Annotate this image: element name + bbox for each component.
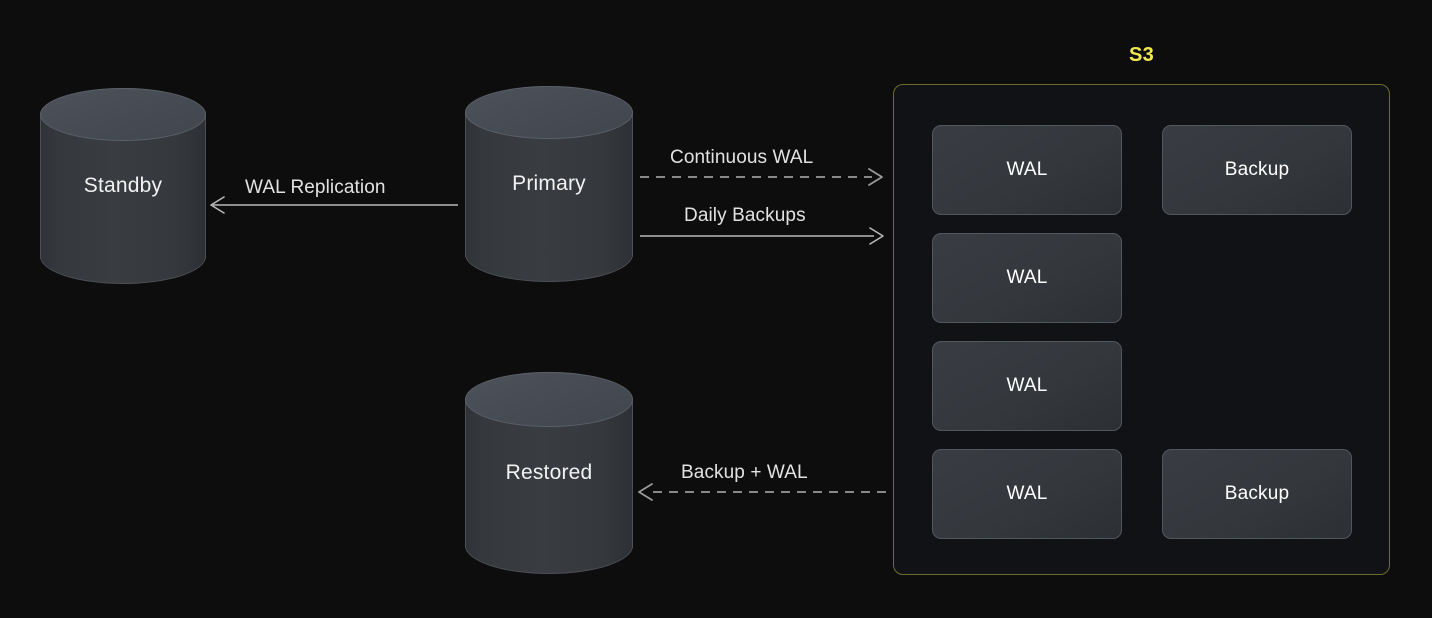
edge-label-wal-replication: WAL Replication xyxy=(245,177,386,198)
edge-label-backup-plus-wal: Backup + WAL xyxy=(681,462,808,483)
cylinder-top-ellipse xyxy=(40,88,206,141)
s3-object-label: WAL xyxy=(1006,375,1048,396)
arrowhead-left-icon xyxy=(638,483,653,501)
node-standby[interactable]: Standby xyxy=(40,88,206,284)
s3-group-title: S3 xyxy=(1128,44,1155,66)
cylinder-top-ellipse xyxy=(465,372,633,427)
edge-wal-replication xyxy=(210,196,458,214)
s3-object-wal-2[interactable]: WAL xyxy=(932,233,1122,323)
s3-object-wal-3[interactable]: WAL xyxy=(932,341,1122,431)
edge-label-continuous-wal: Continuous WAL xyxy=(670,147,814,168)
s3-object-label: Backup xyxy=(1224,159,1290,180)
s3-object-label: WAL xyxy=(1006,267,1048,288)
s3-object-wal-1[interactable]: WAL xyxy=(932,125,1122,215)
node-label-standby: Standby xyxy=(83,174,163,197)
edge-daily-backups xyxy=(640,227,884,245)
s3-object-backup-1[interactable]: Backup xyxy=(1162,125,1352,215)
node-label-restored: Restored xyxy=(505,461,593,484)
node-label-primary: Primary xyxy=(512,172,586,195)
s3-object-label: Backup xyxy=(1224,483,1290,504)
s3-object-wal-4[interactable]: WAL xyxy=(932,449,1122,539)
arrowhead-left-icon xyxy=(210,196,225,214)
edge-label-daily-backups: Daily Backups xyxy=(684,205,806,226)
edge-continuous-wal xyxy=(640,168,883,186)
edge-backup-plus-wal xyxy=(638,483,886,501)
arrowhead-right-icon xyxy=(869,227,884,245)
node-restored[interactable]: Restored xyxy=(465,372,633,574)
arrowhead-right-icon xyxy=(868,168,883,186)
s3-object-label: WAL xyxy=(1006,483,1048,504)
s3-object-label: WAL xyxy=(1006,159,1048,180)
node-primary[interactable]: Primary xyxy=(465,86,633,282)
cylinder-top-ellipse xyxy=(465,86,633,139)
s3-object-backup-2[interactable]: Backup xyxy=(1162,449,1352,539)
